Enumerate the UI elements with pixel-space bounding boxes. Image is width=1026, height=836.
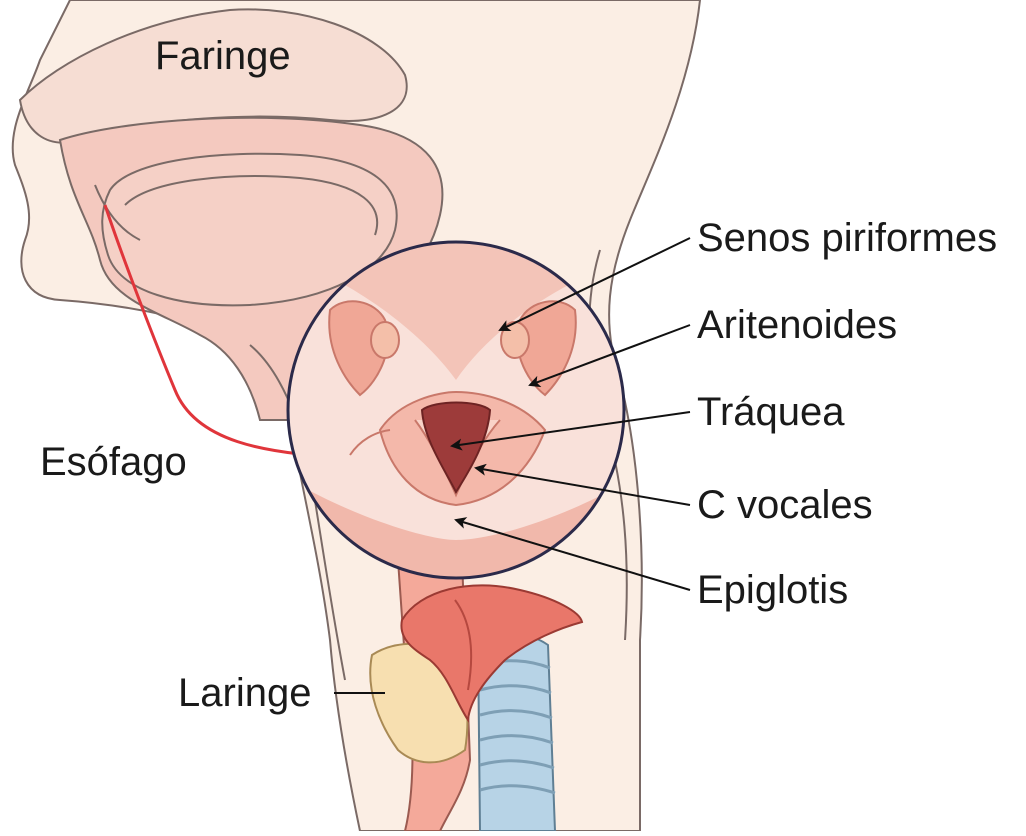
label-esofago: Esófago [40,442,187,482]
label-epiglotis: Epiglotis [697,570,848,610]
label-faringe: Faringe [155,36,291,76]
label-c-vocales: C vocales [697,485,873,525]
label-laringe: Laringe [178,673,311,713]
label-traquea: Tráquea [697,392,845,432]
label-aritenoides: Aritenoides [697,305,897,345]
label-senos-piriformes: Senos piriformes [697,218,997,258]
